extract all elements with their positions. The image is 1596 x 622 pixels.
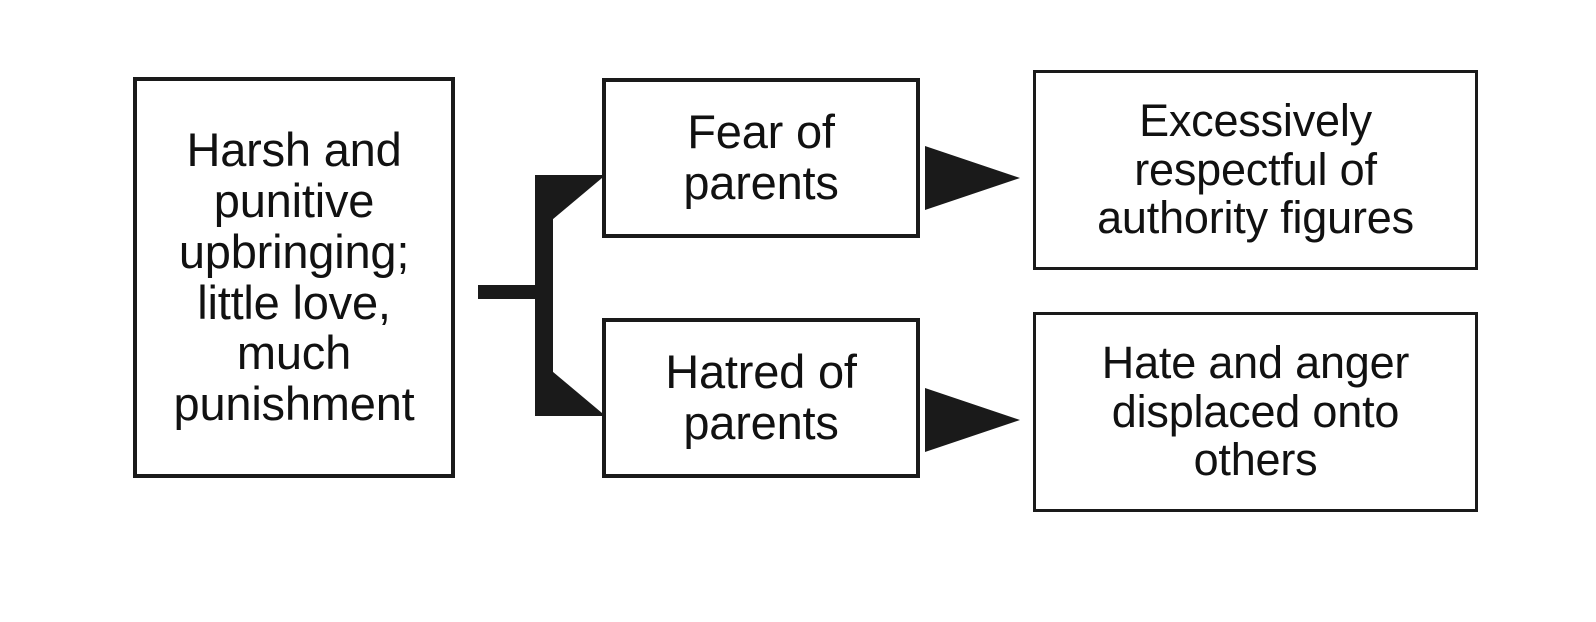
branching-arrow-connector [478,175,602,416]
arrowhead-right-icon [925,388,1020,452]
fear-of-parents-box: Fear of parents [602,78,920,238]
hatred-of-parents-label: Hatred of parents [665,345,857,449]
excessively-respectful-box: Excessively respectful of authority figu… [1033,70,1478,270]
hate-displaced-box: Hate and anger displaced onto others [1033,312,1478,512]
excessively-respectful-label: Excessively respectful of authority figu… [1097,95,1414,244]
hatred-of-parents-box: Hatred of parents [602,318,920,478]
arrow-fear-to-respect [925,146,1020,210]
hate-displaced-label: Hate and anger displaced onto others [1101,337,1410,486]
arrow-hatred-to-displace [925,388,1020,452]
harsh-upbringing-label: Harsh and punitive upbringing; little lo… [173,123,415,430]
branch-stub-icon [478,285,553,299]
fear-of-parents-label: Fear of parents [683,105,839,209]
branch-trunk-icon [535,175,553,416]
arrowhead-right-icon [925,146,1020,210]
harsh-upbringing-box: Harsh and punitive upbringing; little lo… [133,77,455,478]
branch-arrowhead-down-icon [535,361,602,416]
branch-arrowhead-up-icon [535,175,602,230]
